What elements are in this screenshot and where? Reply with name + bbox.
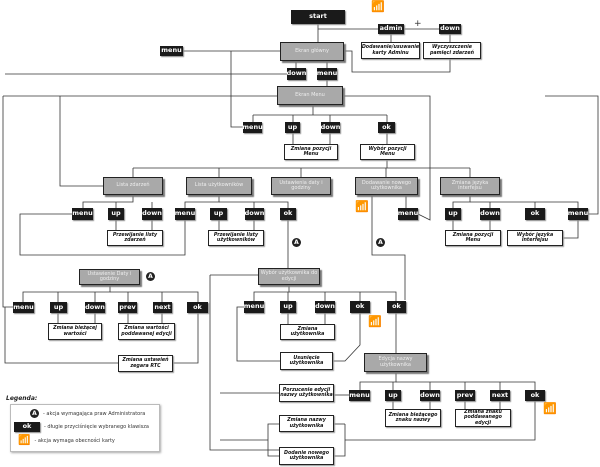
- down-button[interactable]: down: [420, 390, 440, 401]
- up-button[interactable]: up: [445, 208, 461, 220]
- legend-card-text: - akcja wymaga obecności karty: [34, 437, 115, 444]
- select-user-edit-screen: Wybór użytkownika do edycji: [258, 268, 320, 285]
- menu-button[interactable]: menu: [175, 208, 195, 220]
- up-button[interactable]: up: [108, 208, 124, 220]
- card-icon: 📶: [368, 315, 382, 328]
- change-current-value-box: Zmiana bieżącej wartości: [48, 323, 102, 340]
- plus-sign: +: [414, 19, 422, 29]
- add-new-user-box: Dodanie nowego użytkownika: [279, 447, 334, 465]
- legend-long-press: ok - długie przyciśnięcie wybranego klaw…: [14, 422, 149, 432]
- ok-button[interactable]: ok: [525, 208, 545, 220]
- card-icon: 📶: [355, 200, 369, 213]
- change-user-name-box: Zmiana nazwy użytkownika: [279, 415, 334, 432]
- scroll-users-box: Przewijanie listy użytkowników: [208, 230, 264, 246]
- change-rtc-box: Zmiana ustawień zegara RTC: [118, 355, 173, 372]
- prev-button[interactable]: prev: [455, 390, 475, 401]
- event-list-screen: Lista zdarzeń: [103, 177, 163, 195]
- up-button[interactable]: up: [385, 390, 401, 401]
- admin-required-icon: A: [292, 238, 301, 247]
- card-icon: 📶: [18, 435, 31, 446]
- prev-button[interactable]: prev: [118, 302, 137, 313]
- up-button[interactable]: up: [210, 208, 227, 220]
- change-menu-position-box: Zmiana pozycji Menu: [445, 230, 501, 246]
- change-edited-value-box: Zmiana wartości poddawanej edycji: [118, 323, 175, 340]
- menu-button[interactable]: menu: [13, 302, 34, 313]
- ok-button[interactable]: ok: [280, 208, 296, 220]
- menu-button[interactable]: menu: [72, 208, 93, 220]
- ok-button[interactable]: ok: [525, 390, 545, 401]
- menu-button[interactable]: menu: [398, 208, 418, 220]
- menu-button[interactable]: menu: [317, 68, 337, 80]
- legend-card: 📶 - akcja wymaga obecności karty: [18, 435, 115, 446]
- next-button[interactable]: next: [490, 390, 510, 401]
- ok-long-press-button[interactable]: ok: [350, 301, 370, 313]
- admin-required-icon: A: [376, 238, 385, 247]
- up-button[interactable]: up: [50, 302, 67, 313]
- down-button[interactable]: down: [321, 122, 340, 133]
- select-language-box: Wybór języka interfejsu: [507, 230, 563, 246]
- menu-button[interactable]: menu: [349, 390, 370, 401]
- menu-button[interactable]: menu: [244, 301, 264, 313]
- down-button[interactable]: down: [480, 208, 500, 220]
- add-admin-card-box: Dodawanie/usuwanie karty Adminu: [361, 42, 420, 59]
- scroll-events-box: Przewijanie listy zdarzeń: [107, 230, 163, 246]
- menu-button[interactable]: menu: [568, 208, 588, 220]
- admin-required-icon: A: [30, 409, 39, 418]
- change-language-screen: Zmiana języka interfejsu: [440, 177, 500, 195]
- abandon-edit-box: Porzucenie edycji nazwy użytkownika: [279, 384, 334, 402]
- set-date-time-screen: Ustawienie Daty i godziny: [79, 269, 140, 285]
- ok-button[interactable]: ok: [378, 122, 395, 133]
- edit-user-name-screen: Edycja nazwy użytkownika: [364, 353, 427, 372]
- down-button[interactable]: down: [315, 301, 335, 313]
- change-user-box: Zmiana użytkownika: [280, 324, 335, 340]
- date-time-settings-screen: Ustawienia daty i godziny: [271, 177, 331, 195]
- change-current-char-box: Zmiana bieżącego znaku nazwy: [385, 409, 441, 427]
- start-node: start: [291, 10, 345, 24]
- main-screen: Ekran główny: [280, 42, 344, 61]
- card-icon: 📶: [543, 402, 557, 415]
- menu-button[interactable]: menu: [242, 122, 263, 133]
- change-menu-position-box: Zmiana pozycji Menu: [284, 144, 338, 160]
- down-button[interactable]: down: [85, 302, 105, 313]
- menu-long-button[interactable]: menu: [160, 46, 183, 56]
- down-button[interactable]: down: [142, 208, 162, 220]
- clear-events-box: Wyczyszczenie pamięci zdarzeń: [423, 42, 481, 59]
- legend-admin-text: - akcja wymagająca praw Administratora: [43, 410, 146, 417]
- change-edited-char-box: Zmiana znaku poddawanego edycji: [455, 409, 511, 427]
- legend-admin: A - akcja wymagająca praw Administratora: [30, 409, 145, 418]
- legend-long-press-text: - długie przyciśnięcie wybranego klawisz…: [44, 424, 149, 430]
- up-button[interactable]: up: [285, 122, 300, 133]
- down-button[interactable]: down: [287, 68, 306, 80]
- select-menu-position-box: Wybór pozycji Menu: [360, 144, 415, 160]
- user-list-screen: Lista użytkowników: [186, 177, 252, 195]
- ok-long-press-icon: ok: [14, 422, 40, 432]
- up-button[interactable]: up: [280, 301, 296, 313]
- legend-title: Legenda:: [6, 395, 38, 402]
- delete-user-box: Usunięcie użytkownika: [280, 352, 333, 370]
- admin-button[interactable]: admin: [378, 24, 404, 34]
- legend: Legenda: A - akcja wymagająca praw Admin…: [6, 395, 166, 453]
- admin-required-icon: A: [146, 272, 155, 281]
- ok-button[interactable]: ok: [387, 301, 406, 313]
- add-user-screen: Dodawanie nowego użytkownika: [355, 177, 418, 195]
- next-button[interactable]: next: [153, 302, 172, 313]
- down-button[interactable]: down: [439, 24, 461, 34]
- down-button[interactable]: down: [245, 208, 264, 220]
- card-icon: 📶: [371, 0, 385, 13]
- ok-button[interactable]: ok: [187, 302, 208, 313]
- menu-screen: Ekran Menu: [277, 86, 343, 105]
